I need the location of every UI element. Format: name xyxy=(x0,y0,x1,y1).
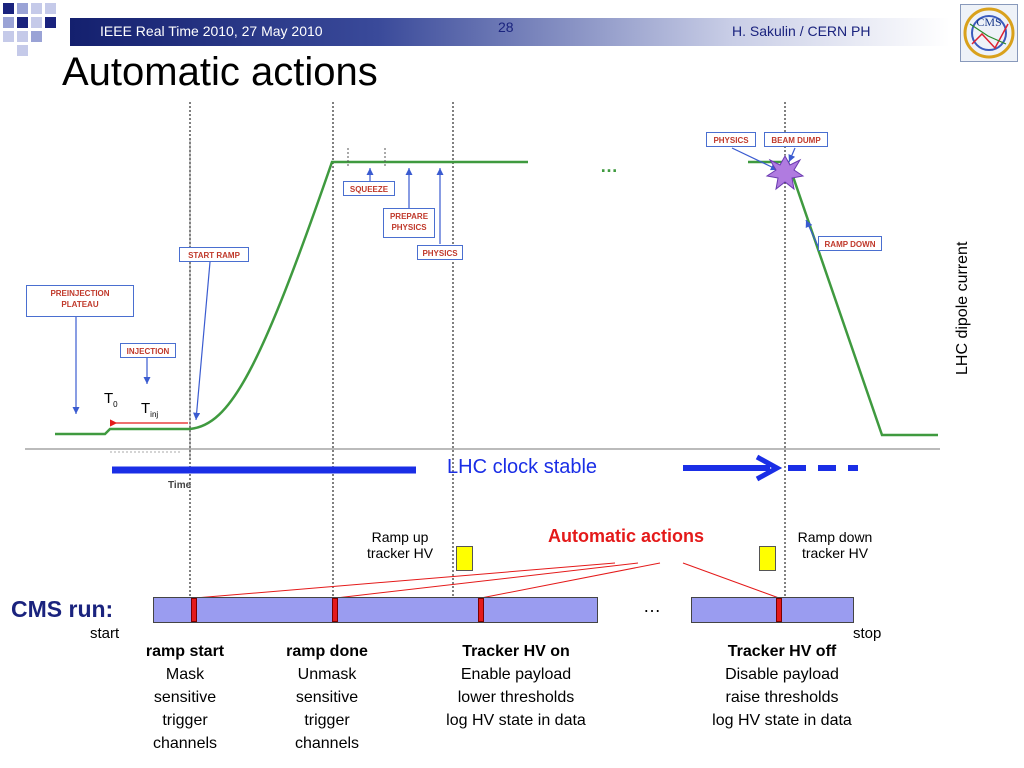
clock-stable-label: LHC clock stable xyxy=(447,456,598,478)
cms-logo-icon: CMS xyxy=(960,4,1018,62)
header-decoration-square xyxy=(3,3,14,14)
run-ellipsis: … xyxy=(643,596,661,616)
dipole-current-curve xyxy=(55,160,528,436)
desc-ramp-start: ramp start Mask sensitive trigger channe… xyxy=(145,643,225,752)
header-decoration-square xyxy=(17,31,28,42)
beam-dump-star-icon xyxy=(765,154,805,191)
ramp-up-indicator xyxy=(456,546,473,571)
ramp-down-caption: Ramp down tracker HV xyxy=(797,529,873,561)
automatic-actions-label: Automatic actions xyxy=(548,526,705,546)
label-prepare-physics: PREPARE PHYSICS xyxy=(383,208,435,238)
run-start-label: start xyxy=(90,625,120,642)
page-title: Automatic actions xyxy=(62,50,378,94)
desc-ramp-done: ramp done Unmask sensitive trigger chann… xyxy=(286,643,368,752)
cms-run-bar-end xyxy=(691,597,854,623)
header-decoration-square xyxy=(31,3,42,14)
t0-label: T0 xyxy=(104,390,118,409)
run-stop-label: stop xyxy=(853,625,882,642)
cms-run-label: CMS run: xyxy=(11,596,114,622)
header-decoration-square xyxy=(17,3,28,14)
marker-ramp-done xyxy=(332,598,338,622)
curve-ellipsis: … xyxy=(600,156,618,176)
label-physics: PHYSICS xyxy=(417,245,463,260)
label-physics-right: PHYSICS xyxy=(706,132,756,147)
header-decoration-square xyxy=(17,45,28,56)
desc-tracker-hv-off: Tracker HV off Disable payload raise thr… xyxy=(712,643,852,729)
tinj-label: Tinj xyxy=(141,400,159,419)
dipole-current-curve-ramp-down xyxy=(748,160,938,437)
cms-run-bar xyxy=(153,597,598,623)
label-beam-dump: BEAM DUMP xyxy=(764,132,828,147)
header-bar xyxy=(70,18,950,46)
clock-arrowhead-icon xyxy=(755,454,783,482)
marker-hv-off xyxy=(776,598,782,622)
header-decoration-square xyxy=(3,17,14,28)
header-decoration-square xyxy=(45,3,56,14)
ramp-down-indicator xyxy=(759,546,776,571)
header-decoration-square xyxy=(45,17,56,28)
marker-hv-on xyxy=(478,598,484,622)
cms-logo-text: CMS xyxy=(976,15,1001,29)
label-injection: INJECTION xyxy=(120,343,176,358)
label-start-ramp: START RAMP xyxy=(179,247,249,262)
header-decoration-square xyxy=(17,17,28,28)
time-axis-label: Time xyxy=(168,480,192,491)
header-decoration-square xyxy=(31,17,42,28)
header-decoration-square xyxy=(31,31,42,42)
dipole-current-label: LHC dipole current xyxy=(954,241,971,375)
label-squeeze: SQUEEZE xyxy=(343,181,395,196)
author-text: H. Sakulin / CERN PH xyxy=(732,23,871,39)
label-preinjection-plateau: PREINJECTION PLATEAU xyxy=(26,285,134,317)
conference-text: IEEE Real Time 2010, 27 May 2010 xyxy=(100,23,323,39)
desc-tracker-hv-on: Tracker HV on Enable payload lower thres… xyxy=(446,643,586,729)
header-decoration-square xyxy=(3,31,14,42)
page-number: 28 xyxy=(498,19,514,35)
label-ramp-down: RAMP DOWN xyxy=(818,236,882,251)
marker-ramp-start xyxy=(191,598,197,622)
ramp-up-caption: Ramp up tracker HV xyxy=(366,529,434,561)
